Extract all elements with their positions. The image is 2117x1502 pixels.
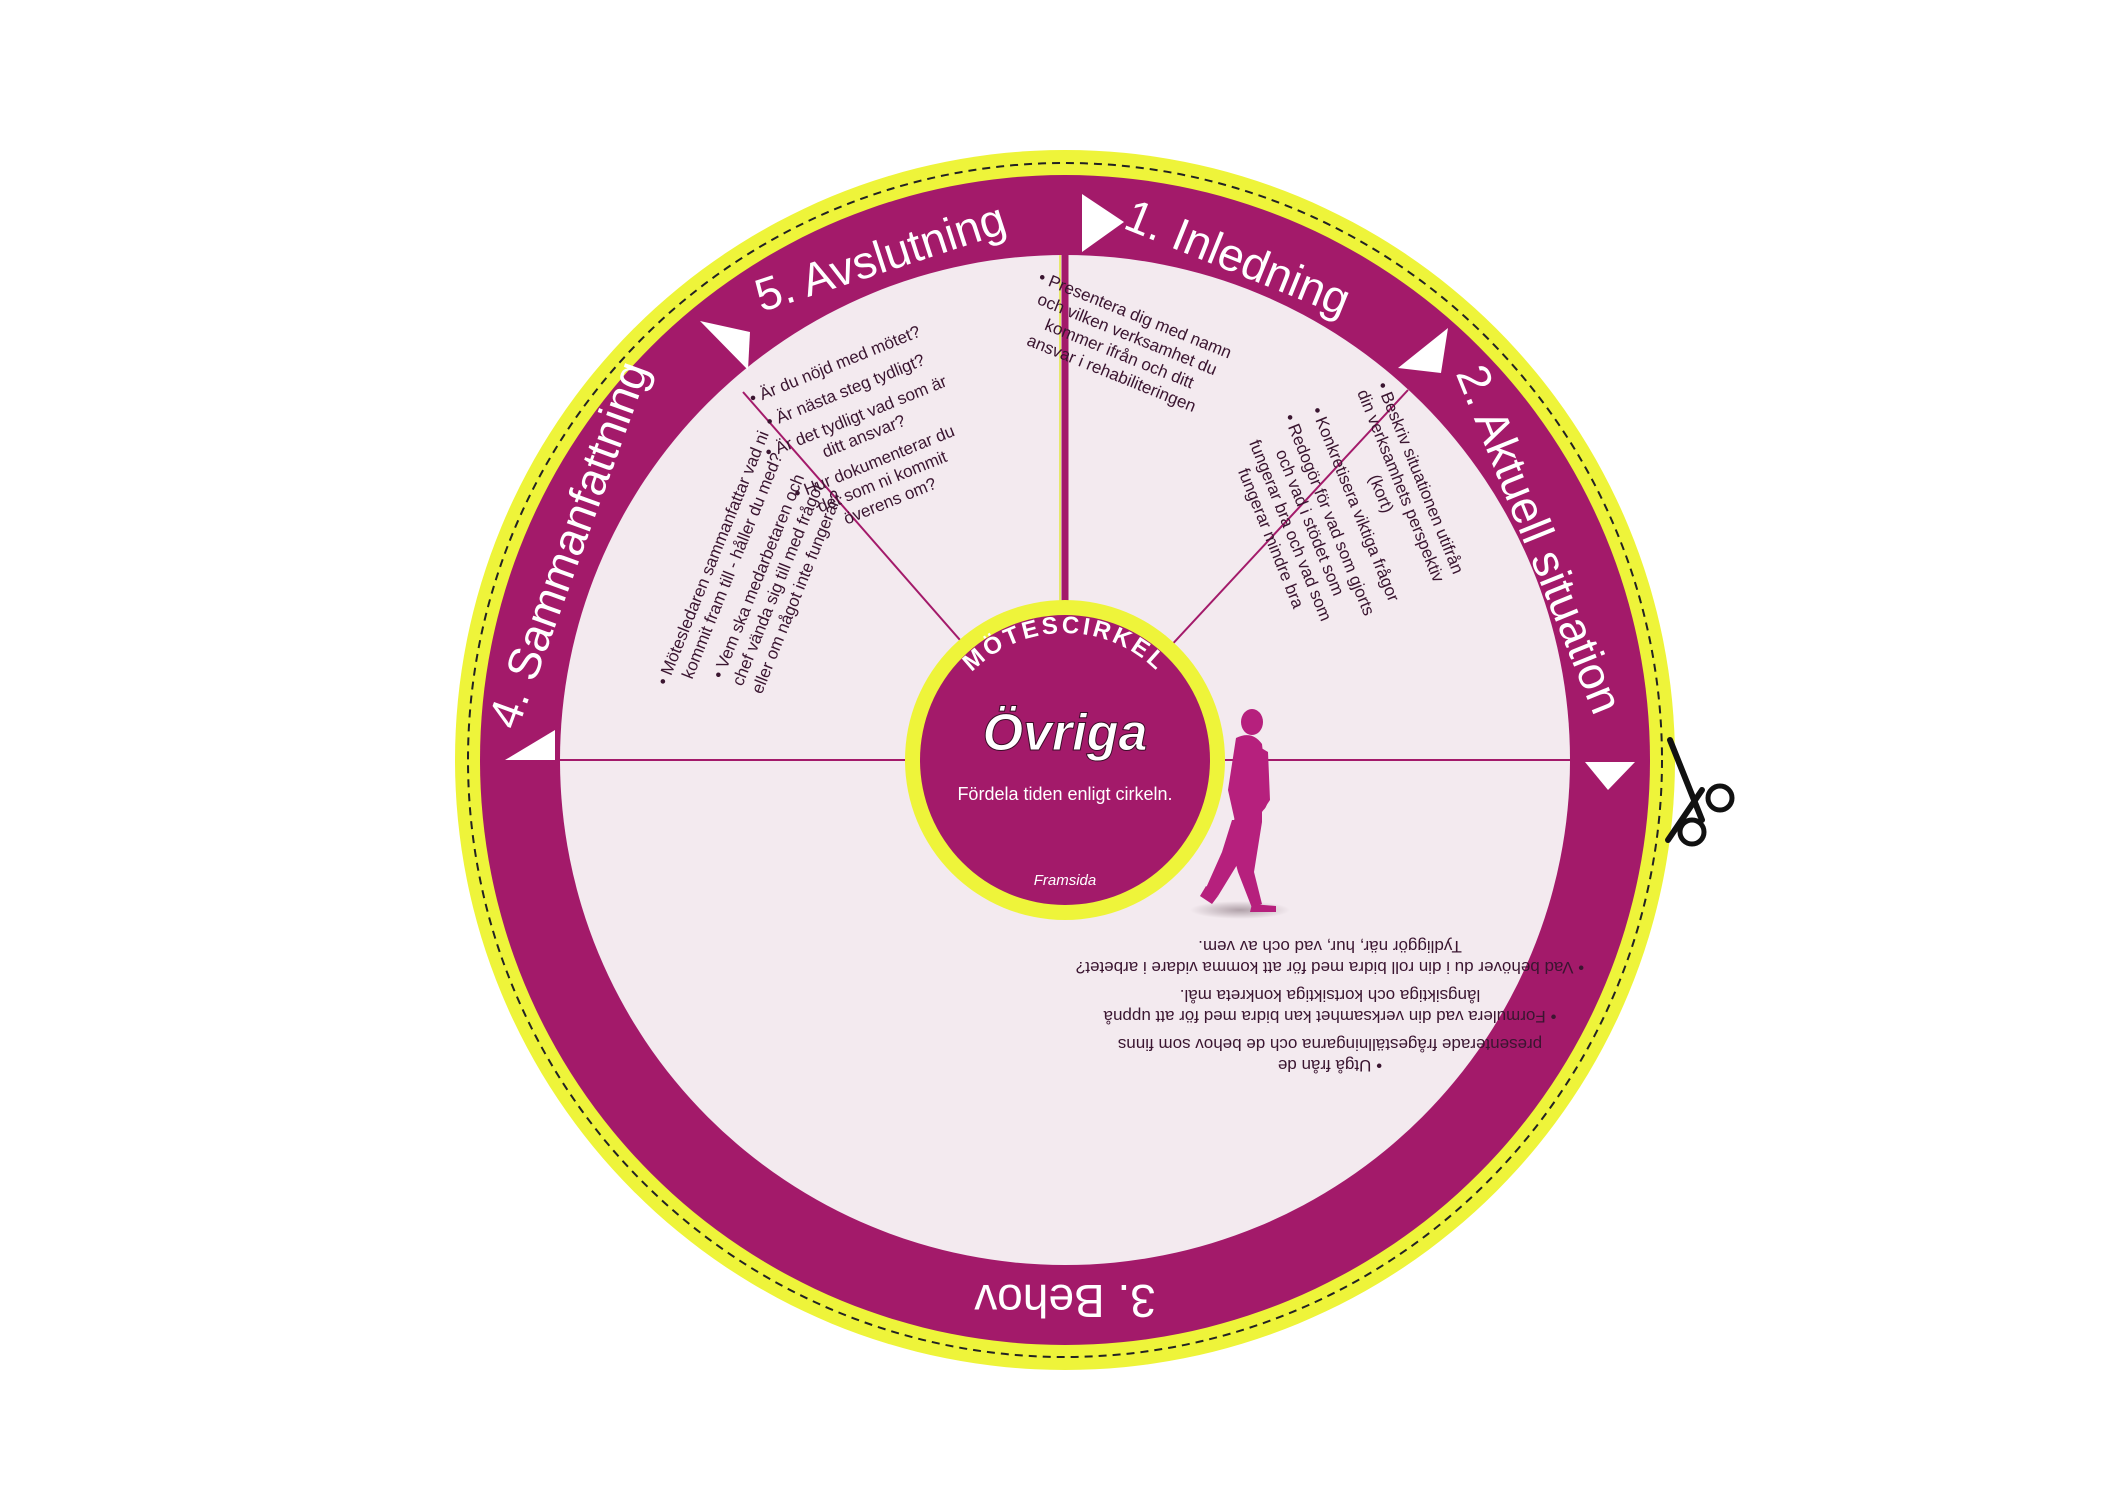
- arrow-aktuell: [1398, 328, 1448, 373]
- bullets-behov: • Utgå från de presenterade frågeställnin…: [1076, 937, 1584, 1075]
- section-arrows: [505, 194, 1635, 790]
- scissors-icon: [1665, 737, 1735, 847]
- bullet-line: Tydliggör när, hur, vad och av vem.: [1198, 937, 1462, 956]
- bullet-line: • Vad behöver du i din roll bidra med fö…: [1076, 958, 1584, 977]
- hub: [920, 615, 1210, 905]
- hub-subtitle: Fördela tiden enligt cirkeln.: [957, 784, 1172, 804]
- hub-footer: Framsida: [1034, 872, 1097, 889]
- arrow-avslutning: [700, 321, 750, 370]
- bullet-line: presenterade frågeställningarna och de b…: [1118, 1035, 1542, 1054]
- title-behov: 3. Behov: [974, 1275, 1156, 1327]
- cut-line: [467, 162, 1663, 1358]
- arrow-sammanfattning: [505, 730, 555, 760]
- walking-person-icon: [1190, 709, 1290, 919]
- bullet-line: • Formulera vad din verksamhet kan bidra…: [1103, 1007, 1556, 1026]
- arrow-inledning: [1082, 194, 1124, 252]
- bullet-line: långsiktiga och kortsiktiga konkreta mål…: [1180, 986, 1480, 1005]
- bullet-line: • Utgå från de: [1278, 1056, 1382, 1075]
- arrow-behov: [1585, 762, 1635, 790]
- hub-title: Övriga: [983, 704, 1148, 762]
